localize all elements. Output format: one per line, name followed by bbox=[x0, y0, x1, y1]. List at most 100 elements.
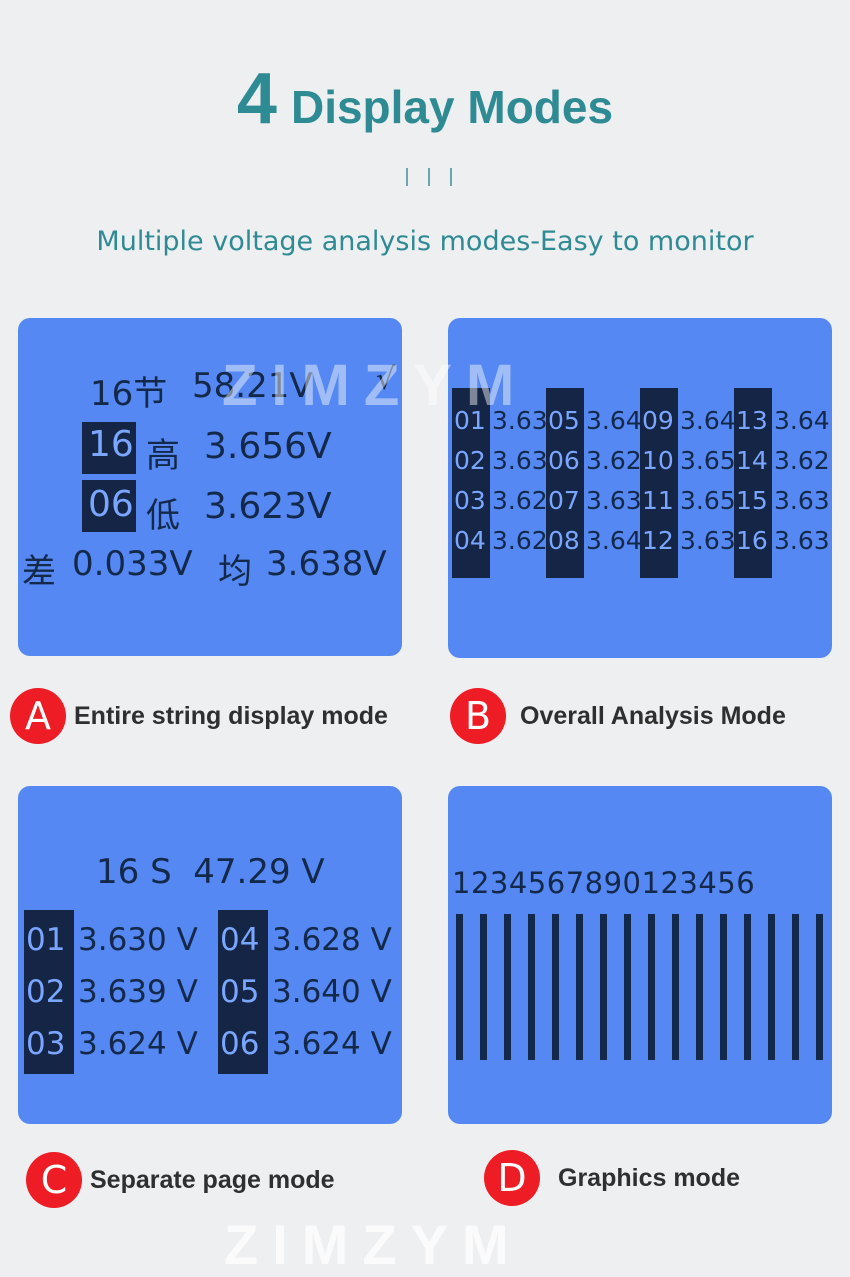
label-mode-d: D Graphics mode bbox=[484, 1150, 740, 1206]
label-mode-a-text: Entire string display mode bbox=[74, 701, 388, 730]
mode-d-bar bbox=[744, 914, 751, 1060]
mode-d-bar bbox=[576, 914, 583, 1060]
mode-b-cell-voltage: 3.64 bbox=[774, 406, 830, 435]
mode-a-high-voltage: 3.656V bbox=[204, 426, 332, 467]
label-mode-a: A Entire string display mode bbox=[10, 688, 388, 744]
mode-b-cell-number: 13 bbox=[736, 406, 768, 435]
mode-b-col-highlight bbox=[546, 388, 584, 578]
title-number: 4 bbox=[236, 59, 277, 139]
mode-b-col-highlight bbox=[640, 388, 678, 578]
mode-b-cell-voltage: 3.62 bbox=[586, 446, 642, 475]
badge-b: B bbox=[450, 688, 506, 744]
mode-b-cell-number: 10 bbox=[642, 446, 674, 475]
screen-mode-a: 16节 58.21V √ 16 高 3.656V 06 低 3.623V 差 0… bbox=[18, 318, 402, 656]
label-mode-d-text: Graphics mode bbox=[558, 1163, 740, 1192]
mode-a-low-voltage: 3.623V bbox=[204, 486, 332, 527]
label-mode-b: B Overall Analysis Mode bbox=[450, 688, 786, 744]
mode-c-cell-voltage: 3.639 V bbox=[78, 974, 198, 1010]
mode-c-cell-number: 04 bbox=[220, 922, 260, 958]
mode-a-low-cell: 06 bbox=[88, 484, 134, 525]
mode-b-cell-number: 08 bbox=[548, 526, 580, 555]
mode-c-cell-number: 05 bbox=[220, 974, 260, 1010]
mode-a-total-voltage: 58.21V bbox=[192, 366, 313, 406]
mode-c-cell-number: 01 bbox=[26, 922, 66, 958]
mode-d-bar bbox=[768, 914, 775, 1060]
mode-d-bar bbox=[792, 914, 799, 1060]
mode-a-diff-voltage: 0.033V bbox=[72, 544, 193, 584]
mode-b-cell-number: 01 bbox=[454, 406, 486, 435]
mode-b-cell-number: 12 bbox=[642, 526, 674, 555]
mode-c-cell-voltage: 3.640 V bbox=[272, 974, 392, 1010]
mode-c-cell-voltage: 3.624 V bbox=[272, 1026, 392, 1062]
mode-b-cell-number: 09 bbox=[642, 406, 674, 435]
mode-b-cell-voltage: 3.63 bbox=[586, 486, 642, 515]
mode-b-cell-voltage: 3.65 bbox=[680, 446, 736, 475]
mode-d-bar bbox=[600, 914, 607, 1060]
mode-d-bar bbox=[456, 914, 463, 1060]
mode-a-low-cell-highlight bbox=[82, 480, 136, 532]
mode-b-cell-number: 04 bbox=[454, 526, 486, 555]
mode-b-cell-voltage: 3.64 bbox=[680, 406, 736, 435]
mode-d-bar bbox=[552, 914, 559, 1060]
mode-d-bar bbox=[624, 914, 631, 1060]
mode-d-bar bbox=[528, 914, 535, 1060]
watermark-logo-bottom: ZIMZYM bbox=[224, 1213, 523, 1276]
mode-b-cell-voltage: 3.65 bbox=[680, 486, 736, 515]
mode-b-cell-number: 03 bbox=[454, 486, 486, 515]
mode-b-col-highlight bbox=[734, 388, 772, 578]
mode-b-cell-number: 06 bbox=[548, 446, 580, 475]
mode-b-cell-voltage: 3.63 bbox=[492, 406, 548, 435]
label-mode-c-text: Separate page mode bbox=[90, 1165, 335, 1194]
screen-mode-d: 1234567890123456 bbox=[448, 786, 832, 1124]
mode-b-cell-voltage: 3.62 bbox=[492, 526, 548, 555]
mode-d-bar bbox=[480, 914, 487, 1060]
mode-c-cell-voltage: 3.630 V bbox=[78, 922, 198, 958]
page-subtitle: Multiple voltage analysis modes-Easy to … bbox=[96, 226, 754, 257]
mode-a-high-label: 高 bbox=[146, 436, 180, 476]
mode-b-cell-number: 05 bbox=[548, 406, 580, 435]
label-mode-b-text: Overall Analysis Mode bbox=[520, 701, 786, 730]
mode-b-cell-voltage: 3.62 bbox=[774, 446, 830, 475]
mode-b-cell-number: 02 bbox=[454, 446, 486, 475]
mode-d-bar bbox=[648, 914, 655, 1060]
mode-d-digits: 1234567890123456 bbox=[452, 866, 756, 900]
mode-b-cell-number: 16 bbox=[736, 526, 768, 555]
mode-d-bar bbox=[816, 914, 823, 1060]
mode-b-cell-number: 07 bbox=[548, 486, 580, 515]
mode-a-high-cell: 16 bbox=[88, 424, 134, 465]
mode-b-cell-number: 14 bbox=[736, 446, 768, 475]
mode-c-left-highlight bbox=[24, 910, 74, 1074]
mode-b-cell-number: 11 bbox=[642, 486, 674, 515]
mode-c-cell-voltage: 3.628 V bbox=[272, 922, 392, 958]
mode-d-bar bbox=[504, 914, 511, 1060]
mode-b-col-highlight bbox=[452, 388, 490, 578]
title-text: Display Modes bbox=[290, 81, 614, 133]
mode-c-cell-number: 03 bbox=[26, 1026, 66, 1062]
mode-c-right-highlight bbox=[218, 910, 268, 1074]
mode-c-cell-voltage: 3.624 V bbox=[78, 1026, 198, 1062]
mode-b-cell-voltage: 3.64 bbox=[586, 406, 642, 435]
badge-c: C bbox=[26, 1152, 82, 1208]
mode-a-count: 16节 bbox=[90, 374, 168, 414]
watermark-logo: ZIMZYM bbox=[222, 353, 529, 418]
mode-b-cell-voltage: 3.62 bbox=[492, 486, 548, 515]
mode-b-cell-number: 15 bbox=[736, 486, 768, 515]
mode-b-cell-voltage: 3.64 bbox=[586, 526, 642, 555]
divider-ticks bbox=[404, 168, 454, 188]
mode-a-avg-label: 均 bbox=[218, 552, 252, 592]
label-mode-c: C Separate page mode bbox=[26, 1152, 335, 1208]
mode-d-bar bbox=[696, 914, 703, 1060]
mode-c-header: 16 S 47.29 V bbox=[96, 852, 325, 892]
badge-a: A bbox=[10, 688, 66, 744]
mode-c-cell-number: 02 bbox=[26, 974, 66, 1010]
mode-b-cell-voltage: 3.63 bbox=[774, 526, 830, 555]
mode-b-cell-voltage: 3.63 bbox=[492, 446, 548, 475]
mode-a-high-cell-highlight bbox=[82, 422, 136, 474]
mode-a-low-label: 低 bbox=[146, 496, 180, 536]
mode-c-cell-number: 06 bbox=[220, 1026, 260, 1062]
mode-d-bar bbox=[720, 914, 727, 1060]
mode-b-cell-voltage: 3.63 bbox=[774, 486, 830, 515]
mode-a-diff-label: 差 bbox=[22, 552, 56, 592]
